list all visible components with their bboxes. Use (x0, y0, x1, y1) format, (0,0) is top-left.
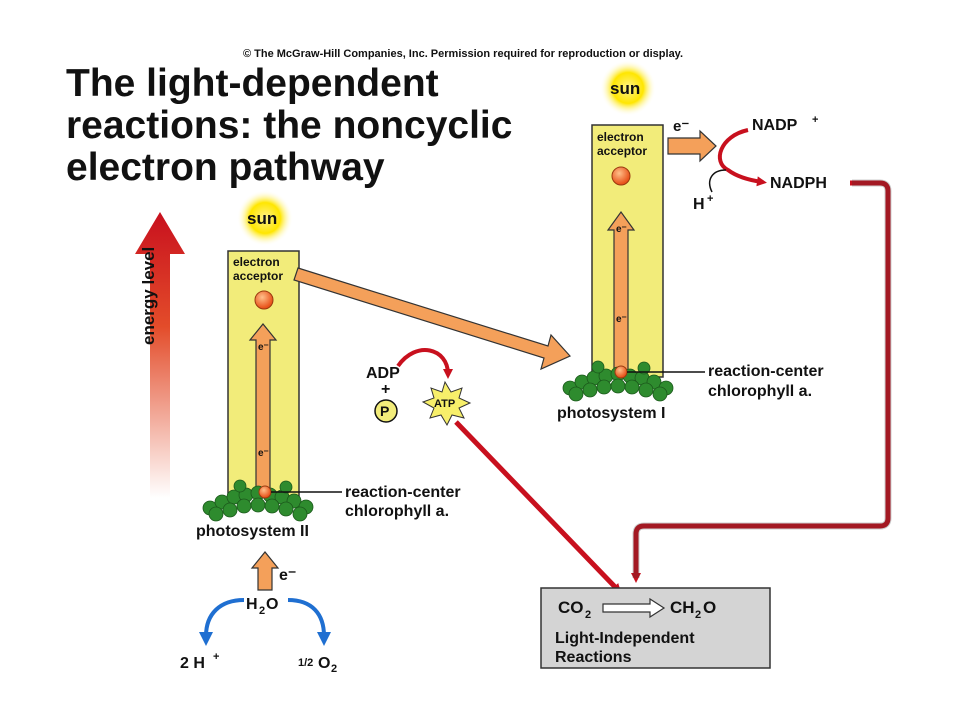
phosphate-circle (374, 399, 398, 423)
atp-synthesis: ADP + P ATP (366, 348, 622, 594)
copyright-notice: © The McGraw-Hill Companies, Inc. Permis… (243, 48, 683, 60)
ps2-reaction-center-ball (258, 485, 272, 499)
title-line-2: reactions: the noncyclic (66, 104, 512, 147)
half-o2-sub: 2 (331, 663, 337, 675)
ps1-electron-bottom: e⁻ (616, 314, 627, 325)
energy-level-arrow: energy level (135, 212, 185, 498)
adp-label: ADP (366, 365, 400, 382)
calvin-box (540, 587, 771, 669)
ps2-electron-arrow (248, 323, 278, 491)
sun-label-ps1: sun (610, 79, 640, 98)
photosystem-ii: sun electron acceptor e⁻ e⁻ reaction-cen… (196, 190, 461, 540)
ps2-reaction-center-line-2: chlorophyll a. (345, 503, 449, 520)
ps1-acceptor-line-2: acceptor (597, 144, 647, 158)
h2o-sub: 2 (259, 605, 265, 617)
energy-level-label: energy level (139, 247, 158, 345)
nadp-electron-arrow (667, 129, 717, 163)
title-line-3: electron pathway (66, 146, 385, 189)
blue-arrow-left (204, 598, 245, 637)
ps2-acceptor-line-1: electron (233, 255, 280, 269)
ch2o-a: CH (670, 598, 695, 617)
atp-starburst-icon (421, 380, 472, 427)
ps1-electron-arrow (606, 210, 636, 371)
h-plus-curve (708, 169, 727, 193)
sun-label-ps2: sun (247, 209, 277, 228)
nadph-to-calvin-arrow (631, 180, 891, 583)
water-splitting: e⁻ H 2 O 2 H + 1/2 O 2 (180, 551, 337, 675)
ps2-acceptor-ball (254, 290, 274, 310)
ps2-electron-top: e⁻ (258, 342, 269, 353)
photosystem-i: sun electron acceptor e⁻ e⁻ reaction-cen… (557, 60, 824, 422)
nadp-reduction: e⁻ NADP + NADPH H + (667, 114, 827, 213)
ps1-electron-top: e⁻ (616, 224, 627, 235)
title-line-1: The light-dependent (66, 62, 439, 105)
blue-arrowhead-left (199, 632, 213, 646)
water-electron-arrow (250, 551, 280, 591)
ps1-reaction-center-line-2: chlorophyll a. (708, 383, 812, 400)
nadp-plus-sup: + (812, 114, 818, 126)
ch2o-b: O (703, 598, 716, 617)
nadp-plus-label: NADP (752, 117, 798, 134)
blue-arrowhead-right (317, 632, 331, 646)
ps1-reaction-center-ball (614, 365, 628, 379)
h-plus-label: H (693, 196, 705, 213)
adp-curve-arrow (396, 348, 453, 379)
ps1-acceptor-line-1: electron (597, 130, 644, 144)
blue-arrow-right (287, 598, 326, 637)
co2-label: CO (558, 598, 584, 617)
sun-icon-ps2 (237, 190, 293, 246)
ps1-acceptor-ball (611, 166, 631, 186)
ps1-chlorophyll-cluster (562, 360, 674, 402)
light-independent-box: CO 2 CH 2 O Light-Independent Reactions (540, 587, 771, 669)
nadp-electron: e⁻ (673, 118, 689, 135)
light-independent-line-2: Reactions (555, 649, 632, 666)
atp-to-calvin-arrow (454, 420, 622, 594)
h2o-o: O (266, 596, 278, 613)
ps1-reaction-center-line-1: reaction-center (708, 363, 824, 380)
sun-icon-ps1 (600, 60, 656, 116)
ch2o-sub: 2 (695, 609, 701, 621)
ps2-reaction-center-line-1: reaction-center (345, 484, 461, 501)
nadph-arrow-outline (632, 179, 892, 578)
adp-plus: + (381, 381, 390, 398)
co2-sub: 2 (585, 609, 591, 621)
ps2-electron-bottom: e⁻ (258, 448, 269, 459)
h-plus-sup: + (707, 193, 713, 205)
nadp-curve-arrow (717, 128, 767, 187)
phosphate-label: P (380, 403, 389, 419)
two-h-label: 2 H (180, 655, 205, 672)
electron-transport-arrow (293, 267, 571, 371)
conversion-arrow-icon (602, 597, 666, 619)
ps2-name: photosystem II (196, 523, 309, 540)
half-o2-label: O (318, 655, 330, 672)
water-electron: e⁻ (279, 567, 296, 584)
nadph-label: NADPH (770, 175, 827, 192)
light-independent-line-1: Light-Independent (555, 630, 695, 647)
h2o-h: H (246, 596, 258, 613)
two-h-sup: + (213, 651, 219, 663)
atp-label: ATP (434, 398, 455, 410)
ps2-acceptor-line-2: acceptor (233, 269, 283, 283)
half-o2-frac: 1/2 (298, 657, 313, 669)
ps1-name: photosystem I (557, 405, 665, 422)
